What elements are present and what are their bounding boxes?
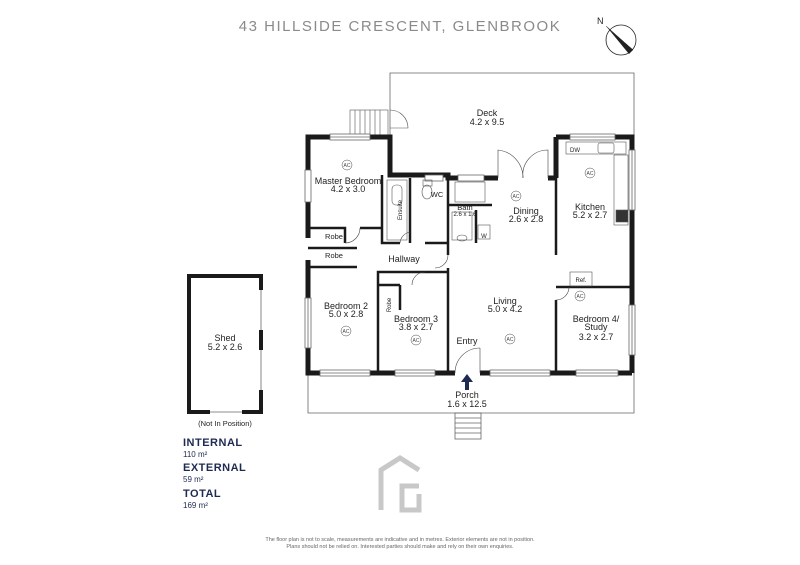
agency-logo-icon: [378, 455, 422, 513]
external-area-value: 59 m²: [183, 475, 204, 484]
compass-north-label: N: [597, 16, 604, 26]
deck-outline: [389, 72, 635, 136]
bedroom2-label: Bedroom 2: [324, 301, 368, 311]
ac-bedroom2: AC: [343, 329, 350, 335]
ensuite-label: Ensuite: [398, 199, 404, 220]
hallway-label: Hallway: [388, 254, 420, 264]
robe-label-3: Robe: [387, 297, 393, 312]
bedroom2-dims: 5.0 x 2.8: [329, 309, 364, 319]
interior-walls: [308, 175, 632, 373]
property-address-title: 43 HILLSIDE CRESCENT, GLENBROOK: [238, 18, 562, 35]
robe-label-1: Robe: [325, 232, 343, 241]
deck-dims: 4.2 x 9.5: [470, 117, 505, 127]
bath-label: Bath: [457, 203, 472, 212]
dining-dims: 2.6 x 2.8: [509, 214, 544, 224]
bedroom4-label: Bedroom 4/: [573, 314, 620, 324]
shed-note: (Not In Position): [198, 419, 252, 428]
kitchen-dims: 5.2 x 2.7: [573, 210, 608, 220]
disclaimer: The floor plan is not to scale, measurem…: [180, 537, 620, 551]
deck-label: Deck: [477, 108, 498, 118]
bedroom3-dims: 3.8 x 2.7: [399, 322, 434, 332]
deck-doors: [497, 149, 549, 179]
ref-label: Ref.: [575, 278, 586, 284]
shed-dims: 5.2 x 2.6: [208, 342, 243, 352]
dining-label: Dining: [513, 206, 539, 216]
bedroom4-label-2: Study: [584, 322, 608, 332]
robe-label-2: Robe: [325, 251, 343, 260]
shed: Shed 5.2 x 2.6 (Not In Position): [187, 274, 264, 428]
wc-label: WC: [431, 190, 444, 199]
ac-living: AC: [507, 337, 514, 343]
disclaimer-line-2: Plans should not be relied on. Intereste…: [286, 544, 514, 550]
room-labels: Deck 4.2 x 9.5 AC Master Bedroom 4.2 x 3…: [315, 108, 620, 409]
entry-label: Entry: [456, 336, 478, 346]
living-dims: 5.0 x 4.2: [488, 304, 523, 314]
porch-outline: [307, 373, 635, 440]
internal-area: INTERNAL 110 m²: [183, 437, 243, 459]
interior-doors: [344, 227, 570, 374]
ac-bedroom3: AC: [413, 338, 420, 344]
master-bedroom-label: Master Bedroom: [315, 176, 382, 186]
bath-dims: 2.6 x 1.6: [453, 212, 477, 218]
ac-dining: AC: [513, 194, 520, 200]
laundry-w-label: W: [481, 234, 487, 240]
ac-kitchen: AC: [587, 171, 594, 177]
porch-dims: 1.6 x 12.5: [447, 399, 487, 409]
shed-label: Shed: [214, 333, 235, 343]
internal-area-value: 110 m²: [183, 450, 208, 459]
master-bedroom-dims: 4.2 x 3.0: [331, 184, 366, 194]
external-area: EXTERNAL 59 m²: [183, 462, 246, 484]
entry-arrow-icon: [461, 374, 473, 390]
ac-bedroom4: AC: [577, 294, 584, 300]
living-label: Living: [493, 296, 517, 306]
total-area-label: TOTAL: [183, 488, 222, 500]
porch-label: Porch: [455, 390, 479, 400]
windows: [304, 133, 636, 377]
kitchen-label: Kitchen: [575, 202, 605, 212]
dw-label: DW: [570, 148, 580, 154]
internal-area-label: INTERNAL: [183, 437, 243, 449]
bedroom4-dims: 3.2 x 2.7: [579, 332, 614, 342]
bedroom3-label: Bedroom 3: [394, 314, 438, 324]
external-area-label: EXTERNAL: [183, 462, 247, 474]
total-area-value: 169 m²: [183, 501, 208, 510]
fixtures: [386, 141, 629, 287]
ac-master: AC: [344, 163, 351, 169]
disclaimer-line-1: The floor plan is not to scale, measurem…: [265, 537, 535, 543]
total-area: TOTAL 169 m²: [183, 488, 221, 510]
north-compass-icon: N: [597, 16, 637, 56]
